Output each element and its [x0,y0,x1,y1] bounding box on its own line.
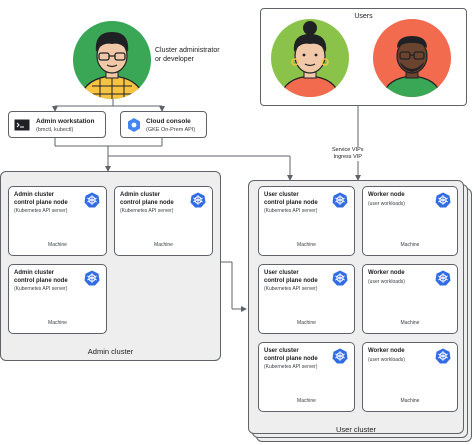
node-sub: (user workloads) [368,357,405,363]
cloud-console-icon [128,118,140,132]
user-cluster-label: User cluster [335,425,376,434]
kubernetes-icon [84,270,100,286]
kubernetes-icon [435,348,451,364]
machine-label: Machine [48,242,67,248]
machine-label: Machine [400,242,420,248]
machine-label: Machine [297,242,316,248]
node-sub: (Kubernetes API server) [264,364,318,370]
machine-label: Machine [297,398,316,404]
kubernetes-icon [84,192,100,208]
admin-cluster-label: Admin cluster [87,347,134,356]
kubernetes-icon [435,192,451,208]
kubernetes-icon [332,270,348,286]
kubernetes-icon [332,192,348,208]
node-sub: (user workloads) [368,201,405,207]
node-sub: (user workloads) [368,279,405,285]
machine-label: Machine [297,320,316,326]
kubernetes-icon [435,270,451,286]
kubernetes-icon [190,192,206,208]
machine-label: Machine [400,398,420,404]
worker-node-1: Worker node (user workloads) Machine [362,186,458,256]
cloud-console-sub: (GKE On-Prem API) [146,127,196,133]
node-title: Worker node [368,270,405,276]
admin-workstation-sub: (bmctl, kubectl) [36,127,74,133]
machine-label: Machine [400,320,420,326]
kubernetes-icon [332,348,348,364]
user-avatar-woman-icon [271,19,349,97]
machine-label: Machine [48,320,67,326]
worker-node-3: Worker node (user workloads) Machine [362,342,458,412]
admin-workstation-title: Admin workstation [36,118,95,125]
vips-label: Service VIPs Ingress VIP [332,147,364,162]
node-sub: (Kubernetes API server) [14,208,68,214]
terminal-icon [14,119,30,131]
administrator-label: Cluster administrator or developer [155,47,220,63]
node-sub: (Kubernetes API server) [14,286,68,292]
admin-workstation-box: Admin workstation (bmctl, kubectl) [8,111,106,138]
node-sub: (Kubernetes API server) [264,208,318,214]
machine-label: Machine [154,242,173,248]
node-title: Worker node [368,348,405,354]
administrator-avatar-icon [73,21,151,99]
users-label: Users [354,13,373,20]
cloud-console-box: Cloud console (GKE On-Prem API) [120,111,207,138]
node-sub: (Kubernetes API server) [120,208,174,214]
cloud-console-title: Cloud console [146,118,191,125]
worker-node-2: Worker node (user workloads) Machine [362,264,458,334]
node-title: Worker node [368,192,405,198]
node-sub: (Kubernetes API server) [264,286,318,292]
user-avatar-man-icon [373,19,451,97]
